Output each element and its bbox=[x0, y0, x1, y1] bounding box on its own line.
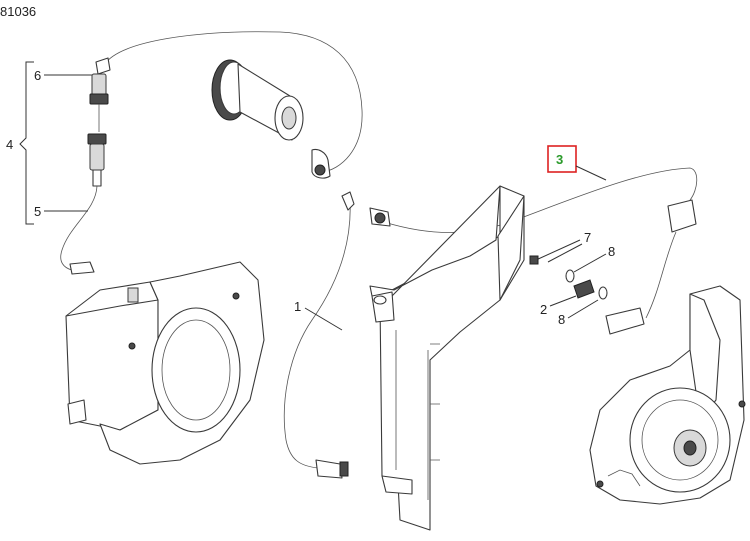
callout-8-lower[interactable]: 8 bbox=[558, 312, 565, 327]
cable-1-plug-tip bbox=[339, 461, 349, 477]
bracket-side bbox=[497, 195, 525, 301]
left-housing bbox=[65, 261, 265, 465]
connector-assembly-left bbox=[60, 31, 363, 275]
callout-6[interactable]: 6 bbox=[34, 68, 41, 83]
housing-foot bbox=[67, 399, 87, 425]
bolt-7-shaft bbox=[535, 239, 581, 261]
spring-clip-eye bbox=[314, 164, 326, 176]
cable-1: 1 bbox=[283, 191, 355, 479]
cable-3 bbox=[369, 167, 698, 335]
housing-tab bbox=[127, 287, 139, 303]
hub-disc-inner bbox=[641, 399, 719, 481]
diagram-id: 81036 bbox=[0, 4, 36, 19]
callout-3-highlight bbox=[547, 145, 577, 173]
hub-screw-2 bbox=[596, 480, 604, 488]
plug-5-tail bbox=[92, 169, 102, 187]
cable-1-top-plug bbox=[341, 191, 355, 211]
plug-6-collar bbox=[89, 93, 109, 105]
relay-box bbox=[667, 199, 697, 233]
plug-5-collar bbox=[87, 133, 107, 145]
callout-1[interactable]: 1 bbox=[294, 299, 301, 314]
callout-7[interactable]: 7 bbox=[584, 230, 591, 245]
right-hub-assembly bbox=[589, 285, 746, 505]
cable-1-plug bbox=[315, 459, 343, 479]
housing-screw-2 bbox=[232, 292, 240, 300]
hub-arm bbox=[689, 293, 721, 421]
washer-8-upper bbox=[565, 269, 575, 283]
bolt-7-head bbox=[529, 255, 539, 265]
leader-3 bbox=[575, 165, 607, 181]
spacer-2 bbox=[573, 279, 595, 299]
callout-3-group[interactable]: 3 bbox=[547, 145, 607, 181]
leader-8-lower bbox=[567, 299, 599, 319]
hub-screw bbox=[738, 400, 746, 408]
fasteners: 7 8 2 8 bbox=[529, 230, 615, 327]
bracket-foot bbox=[381, 475, 413, 495]
callout-group-4: 4 6 5 bbox=[6, 61, 92, 225]
drum-assembly bbox=[211, 59, 331, 179]
callout-3[interactable]: 3 bbox=[556, 152, 563, 167]
bracket-slots bbox=[430, 343, 440, 461]
plug-5-body bbox=[89, 143, 105, 171]
leader-7 bbox=[547, 243, 583, 263]
callout-4[interactable]: 4 bbox=[6, 137, 13, 152]
plug-6-body bbox=[91, 73, 107, 97]
housing-screw bbox=[128, 342, 136, 350]
sensor-cable-lower bbox=[60, 185, 98, 271]
callout-5[interactable]: 5 bbox=[34, 204, 41, 219]
cable-1-path bbox=[283, 199, 351, 469]
housing-inner-ring bbox=[161, 319, 231, 421]
relay-wire bbox=[645, 231, 677, 319]
bracket-line bbox=[19, 61, 34, 225]
bracket-hole bbox=[373, 295, 387, 305]
callout-2[interactable]: 2 bbox=[540, 302, 547, 317]
leader-8-upper bbox=[573, 253, 607, 273]
mounting-bracket bbox=[369, 185, 525, 531]
housing-edge bbox=[65, 299, 159, 317]
drum-hub bbox=[281, 106, 297, 130]
relay-connector bbox=[605, 307, 645, 335]
washer-8-lower bbox=[598, 286, 608, 300]
sensor-cable-upper bbox=[103, 31, 363, 173]
plug-6-top bbox=[95, 57, 111, 75]
cable-3-grommet-eye bbox=[374, 212, 386, 224]
callout-8-upper[interactable]: 8 bbox=[608, 244, 615, 259]
sensor-probe bbox=[69, 261, 95, 275]
cable-3-path bbox=[383, 167, 698, 233]
housing-opening bbox=[151, 307, 241, 433]
leader-2 bbox=[549, 295, 577, 307]
hub-teeth bbox=[607, 469, 641, 487]
leader-1 bbox=[304, 307, 343, 331]
hub-axle bbox=[683, 440, 697, 456]
